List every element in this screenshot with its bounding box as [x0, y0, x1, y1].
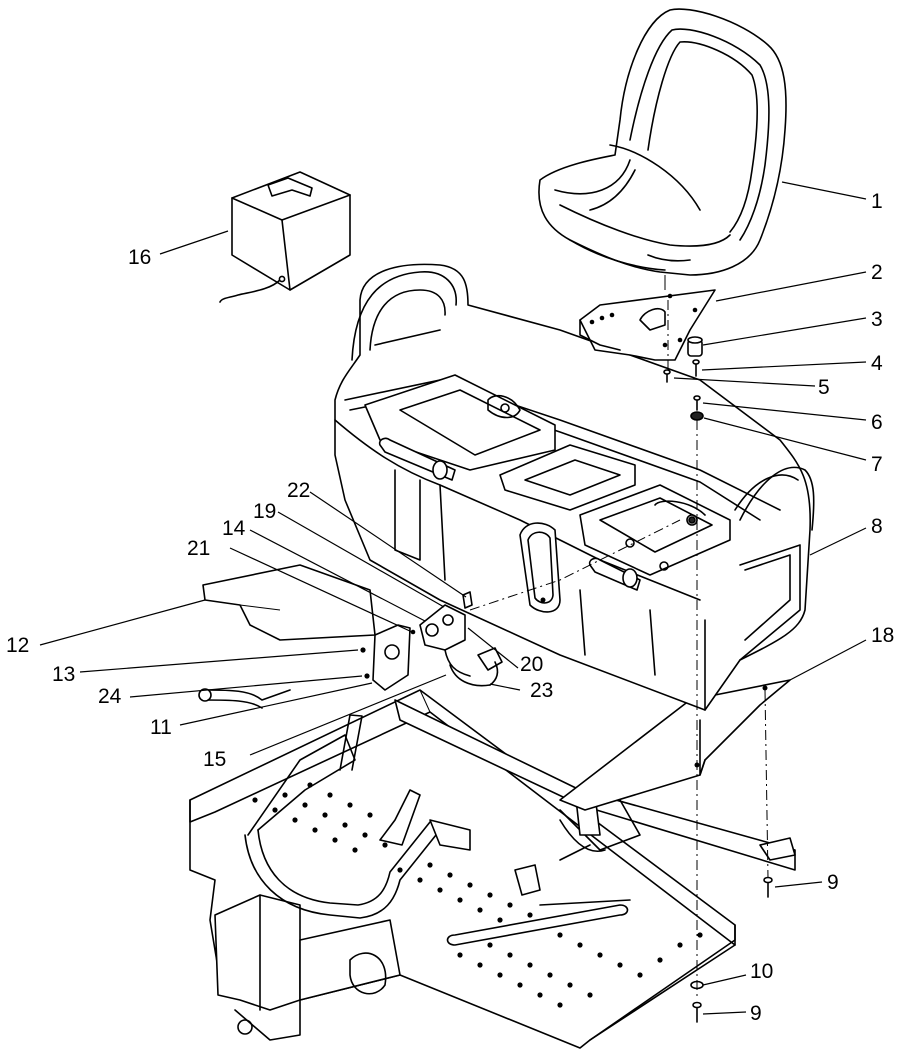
floor-pan-holes [252, 782, 703, 1008]
callout-23: 23 [530, 679, 553, 702]
callout-13: 13 [52, 663, 75, 686]
leader-lines [39, 181, 867, 1015]
electrical-assembly [202, 171, 503, 691]
callout-11: 11 [150, 716, 172, 739]
operator-seat [538, 8, 787, 290]
callout-18: 18 [871, 624, 894, 647]
callout-6: 6 [871, 411, 883, 434]
seat-tub-base [334, 263, 815, 711]
callout-21: 21 [187, 537, 210, 560]
callout-3: 3 [871, 308, 883, 331]
callout-7: 7 [871, 453, 883, 476]
callout-labels: 1 2 3 4 5 6 7 8 9 9 10 11 12 13 14 15 16… [6, 190, 894, 1025]
callout-24: 24 [98, 685, 122, 708]
frame-floor-pan [189, 688, 796, 1049]
callout-16: 16 [128, 246, 151, 269]
callout-10: 10 [750, 960, 773, 983]
callout-1: 1 [871, 190, 883, 213]
callout-15: 15 [203, 748, 226, 771]
callout-20: 20 [520, 653, 543, 676]
callout-9-lower: 9 [750, 1002, 762, 1025]
callout-9-upper: 9 [827, 871, 839, 894]
callout-12: 12 [6, 634, 29, 657]
callout-4: 4 [871, 352, 883, 375]
callout-2: 2 [871, 261, 883, 284]
callout-14: 14 [222, 517, 246, 540]
callout-8: 8 [871, 515, 883, 538]
callout-19: 19 [253, 500, 276, 523]
callout-5: 5 [818, 376, 830, 399]
callout-22: 22 [287, 479, 310, 502]
alignment-lines [469, 300, 769, 1000]
seat-adjust-plate [579, 289, 716, 361]
